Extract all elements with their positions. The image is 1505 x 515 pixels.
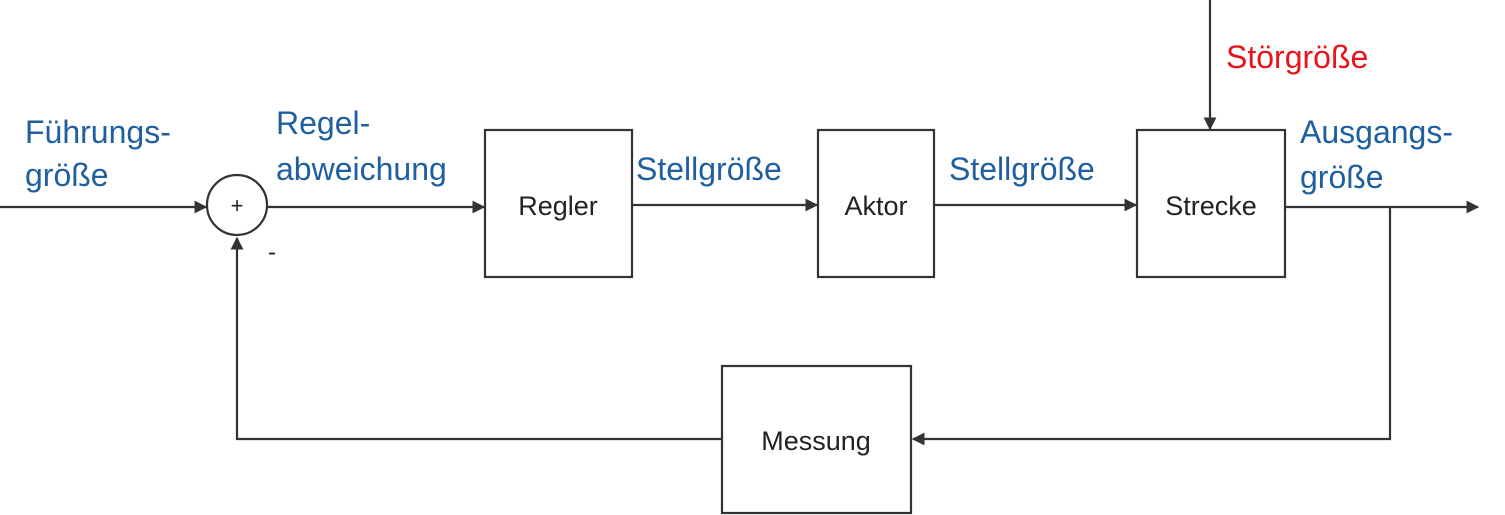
aktor-block xyxy=(816,128,936,279)
feedback-path-to-summing-junction xyxy=(230,236,722,441)
messung-block xyxy=(720,364,913,515)
stoergroesse-label: Störgröße xyxy=(1226,39,1368,75)
summing-junction xyxy=(205,173,269,237)
regler-block xyxy=(483,128,634,279)
feedback-path-to-measurement xyxy=(911,207,1392,446)
summing-junction-plus-sign: + xyxy=(231,193,244,218)
ausgangsgroesse-label-line-1: Ausgangs- xyxy=(1300,114,1453,150)
strecke-block-label: Strecke xyxy=(1165,191,1257,221)
stellgroesse-label-2: Stellgröße xyxy=(949,151,1095,187)
messung-block-label: Messung xyxy=(761,426,871,456)
fuehrungsgroesse-label-line-2: größe xyxy=(25,157,109,193)
ausgangsgroesse-label-line-2: größe xyxy=(1300,159,1384,195)
regelabweichung-label-line-2: abweichung xyxy=(276,151,447,187)
aktor-block-label: Aktor xyxy=(844,191,907,221)
strecke-block xyxy=(1135,128,1287,279)
summing-junction-minus-sign: - xyxy=(268,239,276,266)
fuehrungsgroesse-label-line-1: Führungs- xyxy=(25,114,171,150)
regler-block-label: Regler xyxy=(518,191,598,221)
regelabweichung-label-line-1: Regel- xyxy=(276,105,370,141)
stellgroesse-label-1: Stellgröße xyxy=(636,151,782,187)
